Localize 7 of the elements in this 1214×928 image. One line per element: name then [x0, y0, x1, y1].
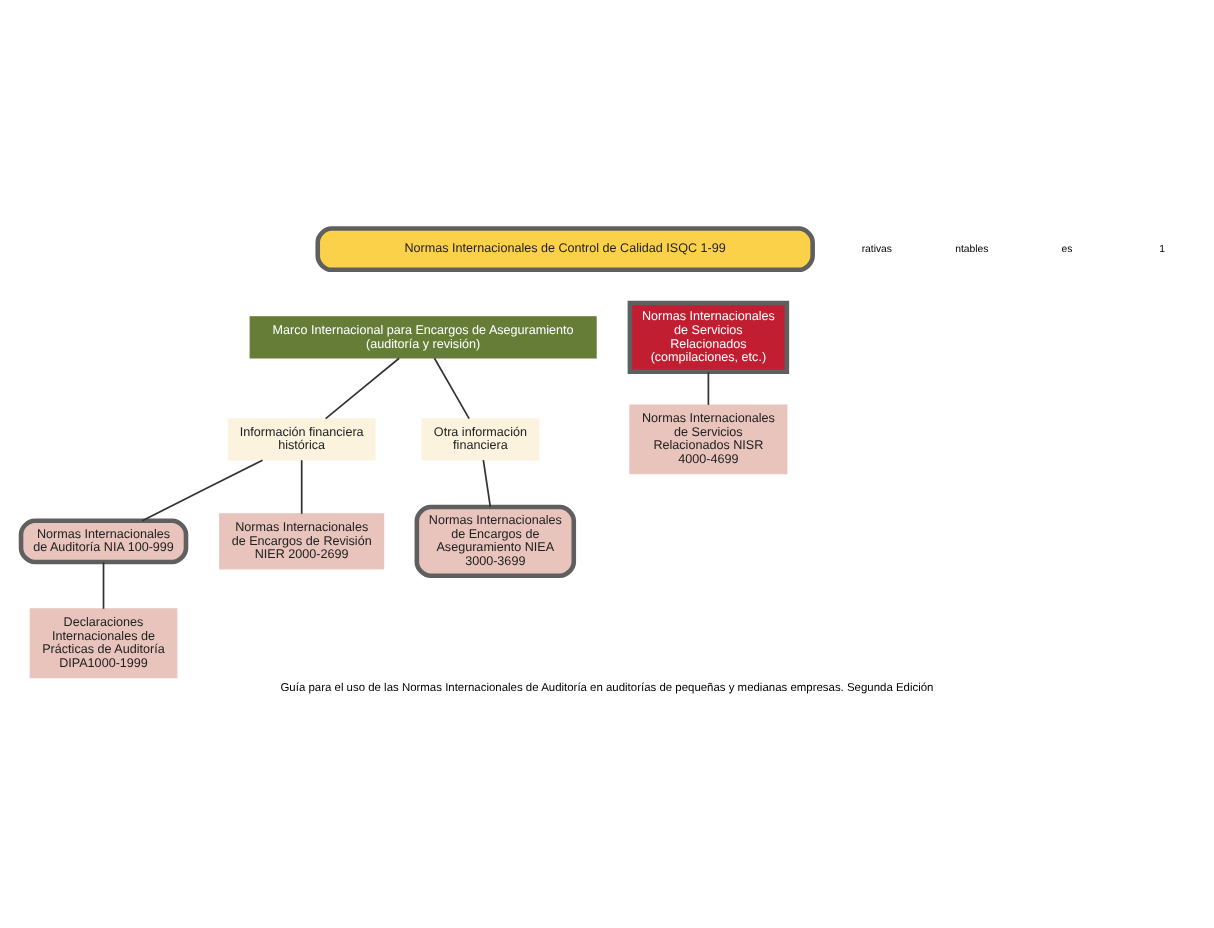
connector	[707, 371, 710, 406]
connector	[324, 357, 400, 420]
connector	[141, 459, 264, 522]
connector	[102, 561, 105, 610]
connector	[482, 459, 492, 508]
connector	[433, 357, 470, 420]
connector	[300, 459, 303, 515]
